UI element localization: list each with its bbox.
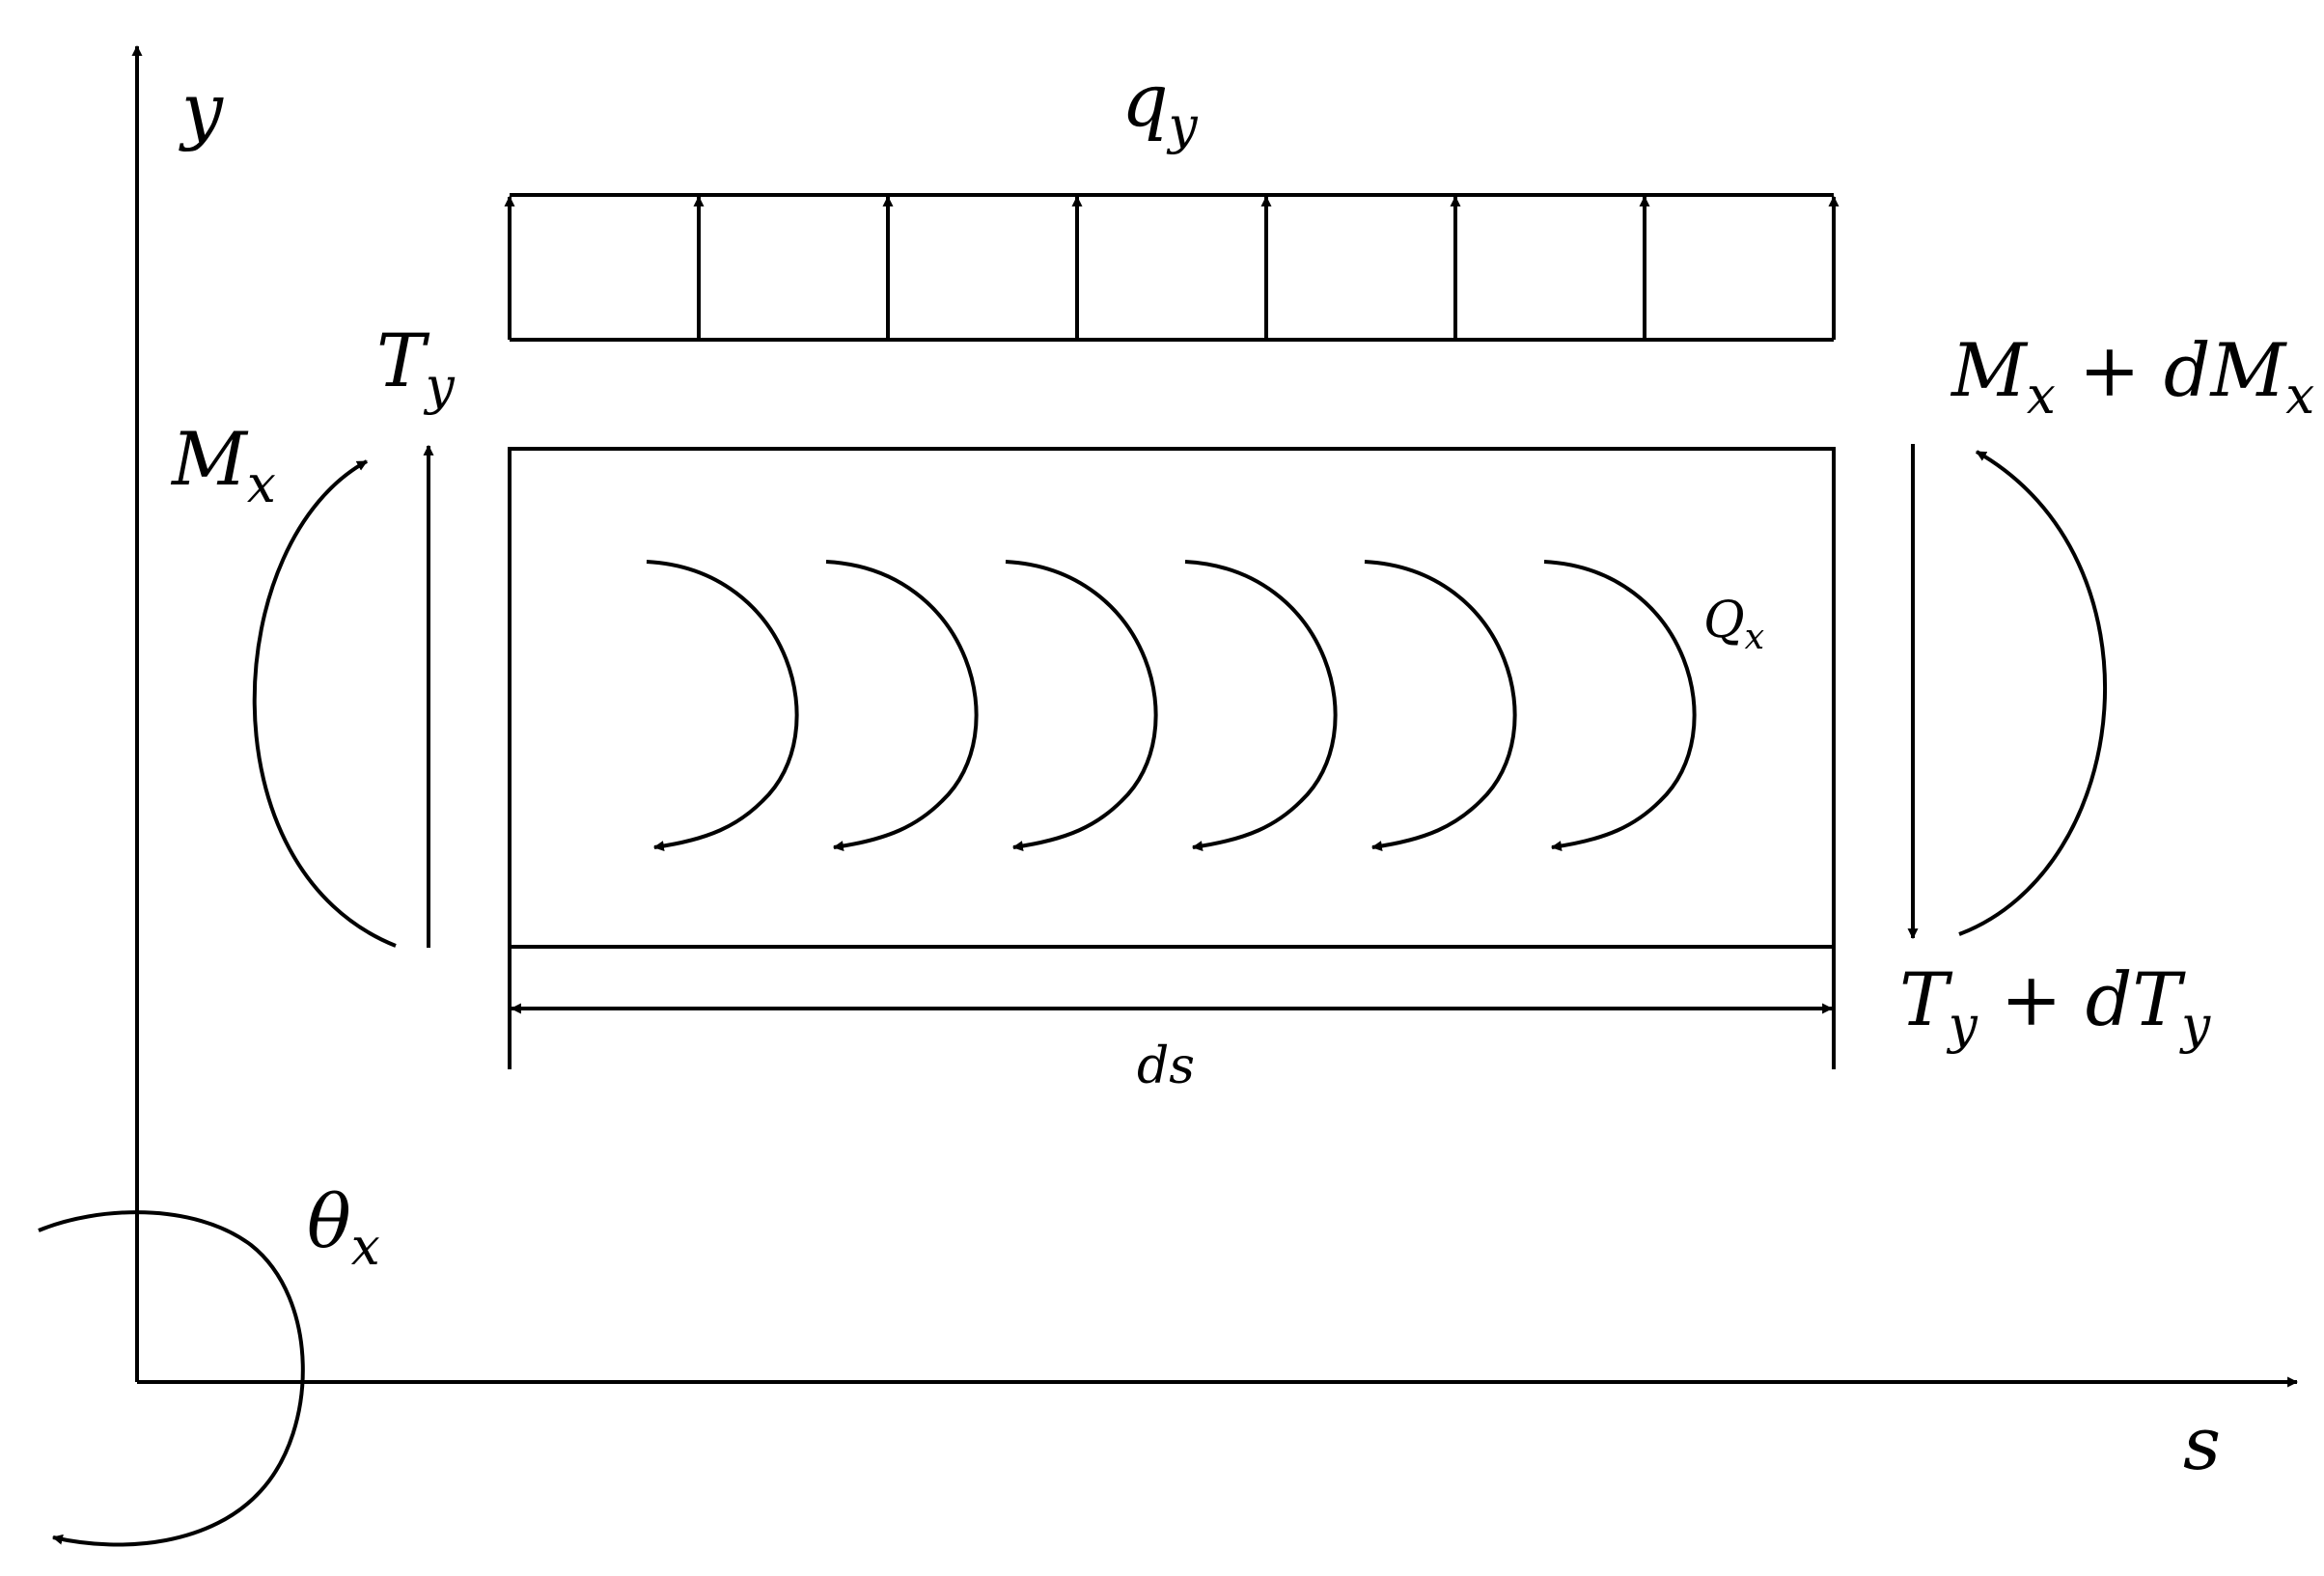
right-force-subscript-b: y bbox=[2179, 995, 2211, 1055]
left-moment-subscript: x bbox=[247, 455, 276, 514]
load-arrows bbox=[504, 195, 1840, 340]
left-moment-label: Mx bbox=[170, 416, 276, 514]
right-moment-increment: + dM bbox=[2056, 327, 2288, 413]
couple-label: Qx bbox=[1703, 592, 1764, 657]
s-axis-label: s bbox=[2183, 1400, 2221, 1486]
left-force-label: Ty bbox=[376, 318, 456, 416]
couple-arrow bbox=[646, 560, 799, 852]
couple-arrow bbox=[1005, 560, 1158, 852]
left-force-symbol: T bbox=[376, 318, 430, 403]
y-axis-label: y bbox=[179, 67, 224, 152]
right-moment-subscript-a: x bbox=[2027, 366, 2056, 426]
left-force-subscript: y bbox=[424, 356, 456, 416]
right-moment-label: Mx + dMx bbox=[1950, 327, 2314, 426]
right-moment-arrow bbox=[1958, 450, 2108, 936]
couple-subscript: x bbox=[1745, 616, 1765, 657]
load-subscript: y bbox=[1167, 96, 1199, 155]
beam-element bbox=[508, 447, 1836, 949]
left-moment-arrow bbox=[252, 459, 397, 948]
right-force-subscript-a: y bbox=[1947, 995, 1978, 1055]
right-force-symbol-a: T bbox=[1899, 956, 1953, 1042]
couple-arrow bbox=[1543, 560, 1697, 852]
couple-symbol: Q bbox=[1703, 592, 1745, 650]
left-moment-symbol: M bbox=[170, 416, 249, 502]
couple-arrow bbox=[1364, 560, 1517, 852]
right-moment-symbol-a: M bbox=[1950, 327, 2029, 413]
rotation-symbol: θ bbox=[307, 1178, 351, 1264]
load-label: qy bbox=[1121, 57, 1199, 155]
right-moment-subscript-b: x bbox=[2285, 366, 2314, 426]
right-force-label: Ty + dTy bbox=[1899, 956, 2211, 1055]
rotation-arrow bbox=[38, 1210, 305, 1547]
load-symbol: q bbox=[1121, 57, 1169, 143]
length-label: ds bbox=[1137, 1037, 1195, 1095]
right-force-increment: + dT bbox=[1978, 956, 2187, 1042]
couple-arrows bbox=[646, 560, 1697, 852]
couple-arrow bbox=[1184, 560, 1338, 852]
rotation-label: θx bbox=[307, 1178, 380, 1277]
rotation-subscript: x bbox=[351, 1217, 380, 1277]
couple-arrow bbox=[825, 560, 979, 852]
